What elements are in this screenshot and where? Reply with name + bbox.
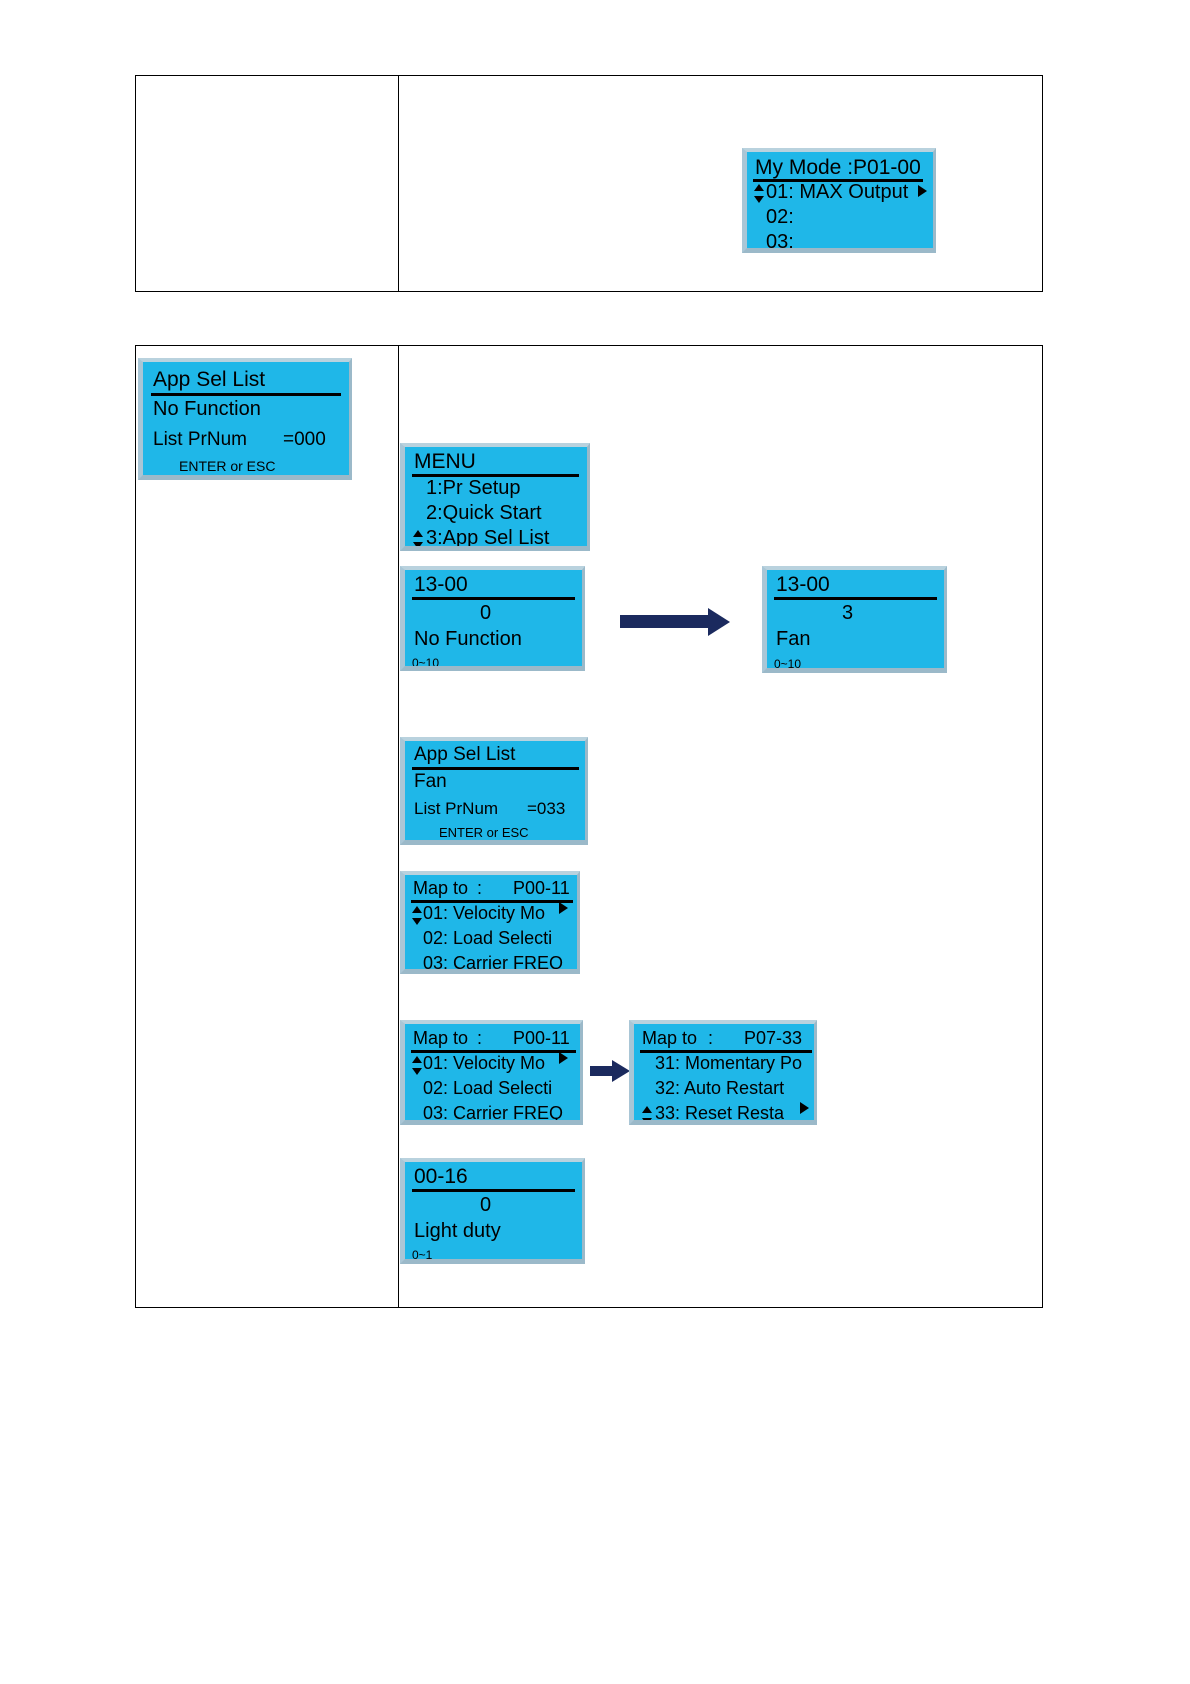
app-sel-list-initial-prnum-label: List PrNum [153,429,247,450]
param-13-00-before-title-underline [412,597,575,600]
arrow-13-00-change-head [708,608,730,636]
map-to-c-title-left: Map to [642,1028,698,1048]
map-to-c-item3-updown-icon [642,1106,652,1120]
map-to-a-title-colon: : [477,878,483,898]
map-to-b-title-right: P00-11 [513,1028,570,1048]
param-00-16-value: 0 [479,1194,492,1216]
param-13-00-after: 13-00 3 Fan 0~10 [762,566,947,673]
app-sel-list-initial-title: App Sel List [153,368,266,391]
menu-title-underline [412,474,579,477]
param-00-16-range: 0~1 [412,1248,433,1262]
param-00-16-value-name: Light duty [414,1220,501,1242]
my-mode-row1-updown-icon [754,184,764,203]
map-to-a-item1-caret-right-icon [559,902,568,914]
my-mode-row3[interactable]: 03: [766,231,794,253]
my-mode-row1[interactable]: 01: MAX Output [766,181,909,203]
app-sel-list-panel-initial: App Sel List No Function List PrNum =000… [138,358,352,480]
map-to-b-item-carrier-freq[interactable]: 03: Carrier FREQ [423,1103,564,1123]
app-sel-list-initial-hint: ENTER or ESC [179,458,276,474]
param-13-00-before: 13-00 0 No Function 0~10 [400,566,585,671]
map-to-a-title-underline [411,900,573,903]
map-to-a-item-carrier-freq[interactable]: 03: Carrier FREQ [423,953,564,973]
map-to-b-item1-updown-icon [412,1056,422,1075]
map-to-b-title-left: Map to [413,1028,469,1048]
my-mode-row1-caret-right-icon [918,185,927,197]
map-to-b-item-velocity-mode[interactable]: 01: Velocity Mo [423,1053,546,1073]
param-13-00-before-value-name: No Function [414,628,522,650]
map-to-b-title-underline [411,1050,576,1053]
app-sel-list-fan-prnum-label: List PrNum [414,799,499,818]
param-13-00-before-range: 0~10 [412,656,440,670]
menu-panel: MENU 1:Pr Setup 2:Quick Start 3:App Sel … [400,443,590,551]
my-mode-title-underline [753,179,923,182]
my-mode-panel: My Mode :P01-00 01: MAX Output 02: 03: [742,148,936,253]
app-sel-list-fan-hint: ENTER or ESC [439,825,529,840]
param-13-00-after-value-name: Fan [776,628,811,650]
top-table-column-divider [398,76,399,291]
my-mode-title: My Mode :P01-00 [755,156,921,179]
app-sel-list-panel-fan: App Sel List Fan List PrNum =033 ENTER o… [400,737,588,845]
arrow-map-to-change-shaft [590,1066,612,1076]
map-to-b-item-load-selection[interactable]: 02: Load Selecti [423,1078,553,1098]
bottom-table-column-divider [398,346,399,1307]
arrow-map-to-change-head [612,1060,630,1082]
map-to-a-item-velocity-mode[interactable]: 01: Velocity Mo [423,903,546,923]
map-to-a-title-left: Map to [413,878,469,898]
map-to-b-item1-caret-right-icon [559,1052,568,1064]
param-00-16: 00-16 0 Light duty 0~1 [400,1158,585,1264]
app-sel-list-initial-title-underline [151,393,341,396]
app-sel-list-fan-function: Fan [414,771,447,792]
menu-item-pr-setup[interactable]: 1:Pr Setup [426,477,521,499]
param-00-16-title-underline [412,1189,575,1192]
map-to-b-title-colon: : [477,1028,483,1048]
map-to-p00-11-panel-a: Map to : P00-11 01: Velocity Mo 02: Load… [400,871,580,974]
param-13-00-after-value: 3 [841,602,854,624]
param-13-00-after-title: 13-00 [776,573,830,596]
map-to-a-title-right: P00-11 [513,878,570,898]
map-to-p00-11-panel-b: Map to : P00-11 01: Velocity Mo 02: Load… [400,1020,583,1125]
map-to-c-title-colon: : [708,1028,714,1048]
menu-title: MENU [414,450,476,473]
app-sel-list-initial-function: No Function [153,398,261,420]
arrow-13-00-change-shaft [620,615,708,628]
app-sel-list-fan-title-underline [412,767,579,770]
map-to-c-item-reset-restart[interactable]: 33: Reset Resta [655,1103,785,1123]
my-mode-row2[interactable]: 02: [766,206,794,228]
menu-item-app-sel-list-updown-icon [413,530,423,546]
map-to-c-title-right: P07-33 [744,1028,803,1048]
map-to-a-item-load-selection[interactable]: 02: Load Selecti [423,928,553,948]
app-sel-list-fan-prnum-value: =033 [527,799,566,818]
param-13-00-after-title-underline [774,597,937,600]
map-to-c-title-underline [640,1050,812,1053]
param-13-00-before-value: 0 [479,602,492,624]
menu-item-quick-start[interactable]: 2:Quick Start [426,502,542,524]
map-to-p07-33-panel: Map to : P07-33 31: Momentary Po 32: Aut… [629,1020,817,1125]
param-13-00-after-range: 0~10 [774,657,802,671]
app-sel-list-fan-title: App Sel List [414,744,516,765]
app-sel-list-initial-prnum-value: =000 [283,429,326,450]
param-00-16-title: 00-16 [414,1165,468,1188]
param-13-00-before-title: 13-00 [414,573,468,596]
map-to-c-item3-caret-right-icon [800,1102,809,1114]
map-to-c-item-auto-restart[interactable]: 32: Auto Restart [655,1078,785,1098]
menu-item-app-sel-list[interactable]: 3:App Sel List [426,527,550,549]
map-to-c-item-momentary-power[interactable]: 31: Momentary Po [655,1053,803,1073]
map-to-a-item1-updown-icon [412,906,422,925]
